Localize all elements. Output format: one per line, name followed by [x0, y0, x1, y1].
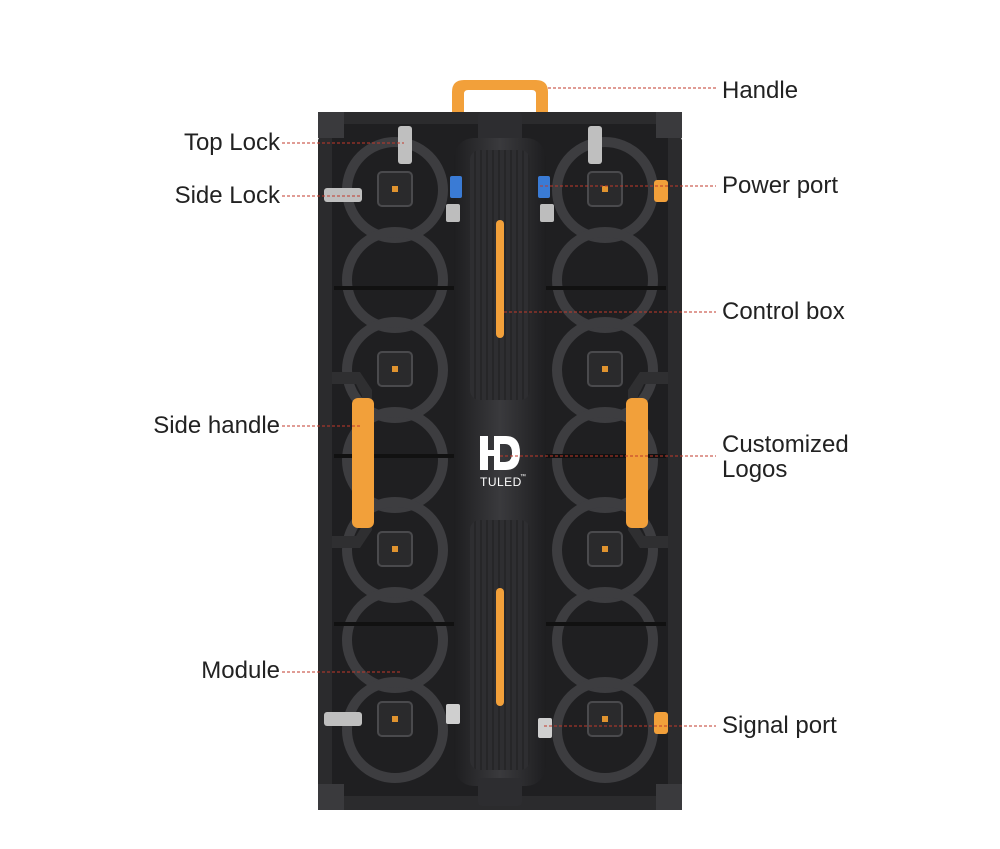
top-lock: [398, 126, 602, 164]
label-side-lock: Side Lock: [174, 182, 280, 209]
tuled-logo: [480, 436, 520, 470]
side-lock: [324, 188, 362, 726]
side-connector-top: [654, 180, 668, 202]
label-customized-logos-line1: Customized: [722, 431, 849, 458]
side-handle: [332, 372, 668, 548]
logo-trademark: ™: [520, 473, 526, 480]
label-power-port: Power port: [722, 172, 839, 199]
leader-lines: [282, 87, 716, 727]
control-box: [454, 112, 546, 806]
logo-text: TULED: [480, 475, 522, 489]
modules: [342, 137, 658, 783]
label-customized-logos: Customized Logos: [722, 432, 849, 482]
label-signal-port: Signal port: [722, 712, 837, 739]
power-port: [446, 176, 554, 222]
label-customized-logos-line2: Logos: [722, 456, 788, 483]
label-side-handle: Side handle: [153, 412, 280, 439]
signal-port: [446, 704, 668, 738]
status-light-top: [496, 220, 504, 338]
label-module: Module: [201, 657, 280, 684]
label-top-lock: Top Lock: [183, 129, 280, 156]
label-handle: Handle: [722, 77, 799, 104]
label-control-box: Control box: [722, 298, 845, 325]
status-light-bottom: [496, 588, 504, 706]
